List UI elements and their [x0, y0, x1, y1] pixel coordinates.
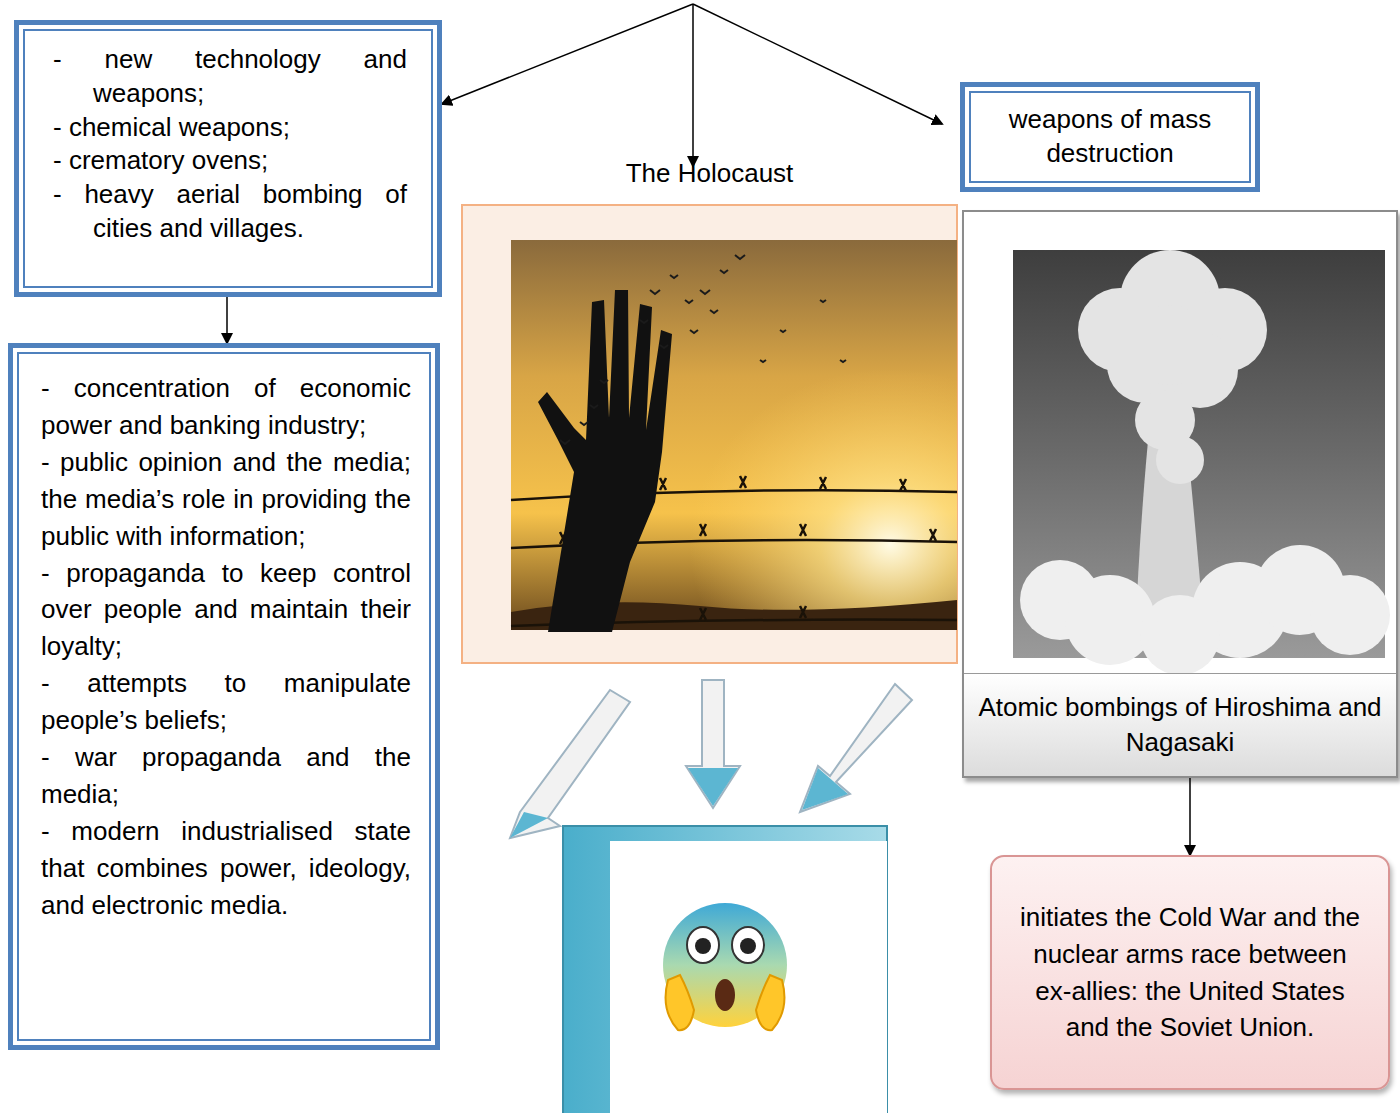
node-text: - attempts to manipulate people’s belief…: [41, 665, 411, 739]
picture-heading: The Holocaust: [462, 158, 957, 663]
node-text: weapons of mass destruction: [983, 103, 1237, 171]
node-text: - propaganda to keep control over people…: [41, 555, 411, 666]
node-text: - crematory ovens;: [53, 144, 407, 178]
bullet-box: - new technology and weapons;- chemical …: [14, 20, 442, 297]
bullet-box: - concentration of economic power and ba…: [8, 343, 440, 1050]
node-text: initiates the Cold War and the nuclear a…: [1018, 899, 1362, 1047]
flow-arrow: [1189, 778, 1191, 855]
node-text: - heavy aerial bombing of cities and vil…: [53, 178, 407, 246]
topic-box: weapons of mass destruction: [960, 82, 1260, 192]
fanout-arrows: [442, 4, 942, 166]
flow-arrow: [226, 297, 228, 343]
shock-emoji-panel: [510, 680, 912, 1113]
node-text: - public opinion and the media; the medi…: [41, 444, 411, 555]
node-text: - war propaganda and the media;: [41, 739, 411, 813]
node-text: - chemical weapons;: [53, 111, 407, 145]
node-text: - new technology and weapons;: [53, 43, 407, 111]
node-text: Atomic bombings of Hiroshima and Nagasak…: [964, 673, 1396, 776]
node-text: - modern industrialised state that combi…: [41, 813, 411, 924]
node-text: The Holocaust: [462, 158, 957, 189]
result-box: initiates the Cold War and the nuclear a…: [990, 855, 1390, 1090]
mushroom-cloud-photo: [962, 210, 1398, 675]
holocaust-picture: [462, 205, 957, 663]
node-text: - concentration of economic power and ba…: [41, 370, 411, 444]
photo-frame: Atomic bombings of Hiroshima and Nagasak…: [962, 210, 1398, 778]
